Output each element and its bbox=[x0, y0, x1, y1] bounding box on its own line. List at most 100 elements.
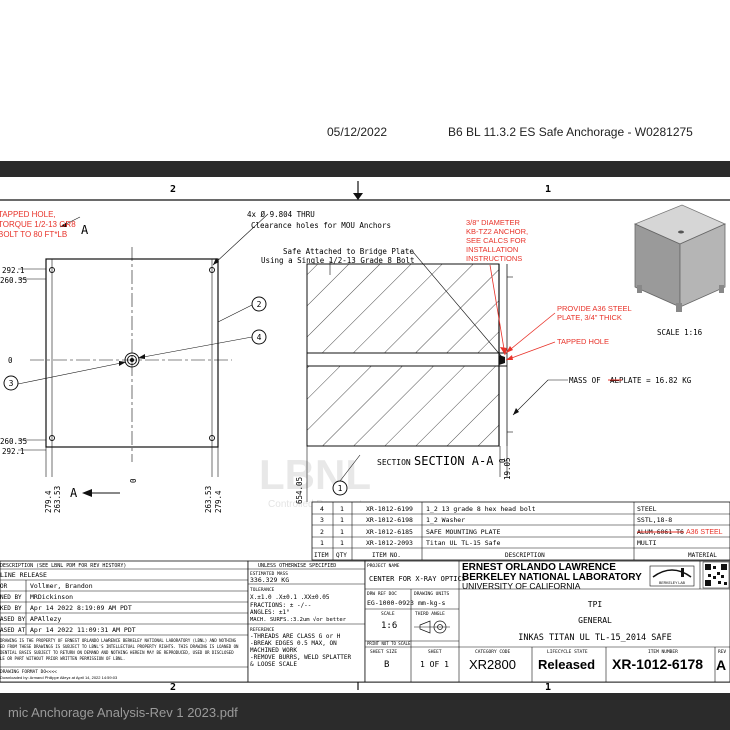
drawing-ref: EG-1000-0923 bbox=[367, 599, 414, 607]
revision-value-drawn: Vollmer, Brandon bbox=[30, 582, 93, 590]
bom-row-4-qty: 1 bbox=[340, 505, 344, 513]
next-document-filename[interactable]: mic Anchorage Analysis-Rev 1 2023.pdf bbox=[8, 705, 238, 720]
qr-code bbox=[702, 561, 730, 589]
reference-line2: -BREAK EDGES 0.5 MAX, ON bbox=[250, 640, 337, 647]
bom-row-4-material: STEEL bbox=[637, 505, 657, 513]
tolerance-label: TOLERANCE bbox=[250, 587, 275, 593]
revision-value-designed: MRDickinson bbox=[30, 593, 73, 601]
drawing-ref-label: DRW REF DOC bbox=[367, 591, 397, 597]
reference-line5: & LOOSE SCALE bbox=[250, 661, 297, 668]
bom-row-2-description: SAFE MOUNTING PLATE bbox=[426, 528, 500, 536]
category-code-label: CATEGORY CODE bbox=[475, 649, 511, 655]
revision-block bbox=[0, 560, 249, 683]
drawing-units-label: DRAWING UNITS bbox=[414, 591, 450, 597]
drawing-title-line1: TPI bbox=[588, 600, 603, 609]
revision-label-checked: KED BY bbox=[0, 605, 22, 612]
lifecycle-state-label: LIFECYCLE STATE bbox=[547, 649, 588, 655]
revision-label-drawn: OR bbox=[0, 583, 8, 590]
sheet-size-label: SHEET SIZE bbox=[370, 649, 397, 655]
thru-holes-note-line1: 4x Ø 9.804 THRU bbox=[247, 210, 315, 219]
revision-value-checked: Apr 14 2022 8:19:09 AM PDT bbox=[30, 604, 132, 612]
drawing-sheet: 2 1 2 1 LBNL Controlled Document bbox=[0, 177, 730, 693]
category-code: XR2800 bbox=[469, 657, 516, 672]
dim-19: 19.05 bbox=[503, 457, 512, 480]
bom-row-2-material-new: A36 STEEL bbox=[686, 529, 723, 536]
zone-label-top-right: 1 bbox=[545, 184, 551, 195]
watermark-logo: LBNL bbox=[259, 451, 371, 498]
balloon-4-label: 4 bbox=[257, 333, 262, 342]
balloon-1-label: 1 bbox=[338, 484, 343, 493]
bill-of-materials bbox=[311, 501, 730, 561]
reference-line3: MACHINED WORK bbox=[250, 647, 297, 654]
bom-row-2-qty: 1 bbox=[340, 528, 344, 536]
third-angle-label: THIRD ANGLE bbox=[415, 611, 445, 617]
dim-0-section: 0 bbox=[498, 458, 507, 463]
drawing-title-line2: GENERAL bbox=[578, 616, 612, 625]
bom-row-4-number: XR-1012-6199 bbox=[366, 505, 413, 513]
revision-label-released-at: ASED AT bbox=[0, 627, 26, 634]
zone-label-top-left: 2 bbox=[170, 184, 176, 195]
bom-row-1-qty: 1 bbox=[340, 539, 344, 547]
mass-suffix: PLATE = 16.82 KG bbox=[619, 376, 692, 385]
revision-label-designed: NED BY bbox=[0, 594, 22, 601]
sheet-label: SHEET bbox=[428, 649, 442, 655]
tolerance-line3: ANGLES: ±1° bbox=[250, 609, 290, 616]
pdf-page-bottom-band: mic Anchorage Analysis-Rev 1 2023.pdf bbox=[0, 693, 730, 730]
lifecycle-state: Released bbox=[538, 657, 595, 672]
header-document-title: B6 BL 11.3.2 ES Safe Anchorage - W028127… bbox=[448, 125, 693, 139]
bom-header-item-no: ITEM NO. bbox=[372, 552, 401, 559]
bom-row-3-description: 1_2 Washer bbox=[426, 516, 465, 524]
section-label: SECTION A-A bbox=[414, 454, 494, 468]
print-not-to-scale: PRINT NOT TO SCALE bbox=[367, 641, 411, 646]
tolerance-line2: FRACTIONS: ± -/-- bbox=[250, 602, 311, 609]
tapped-hole-note-line2: TORQUE 1/2-13 GR8 bbox=[0, 220, 76, 229]
header-date: 05/12/2022 bbox=[327, 125, 388, 139]
third-angle-projection-icon bbox=[414, 620, 450, 634]
zone-label-bottom-right: 1 bbox=[545, 682, 551, 693]
reference-label: REFERENCE bbox=[250, 627, 275, 633]
bom-row-2-item: 2 bbox=[320, 528, 324, 536]
dim-0-mid: 0 bbox=[8, 356, 13, 365]
project-name-label: PROJECT NAME bbox=[367, 563, 400, 569]
tapped-hole-note-line1: TAPPED HOLE, bbox=[0, 210, 56, 219]
tolerance-line1: X.±1.0 .X±0.1 .XX±0.05 bbox=[250, 594, 330, 601]
estimated-mass-value: 336.329 KG bbox=[250, 576, 289, 584]
drawing-scale: 1:6 bbox=[381, 621, 397, 631]
balloon-3: 3 bbox=[3, 375, 19, 391]
safe-attach-note-line2: Using a Single 1/2-13 Grade 8 Bolt bbox=[261, 256, 415, 265]
kb-anchor-note-line2: KB-TZ2 ANCHOR, bbox=[466, 227, 528, 236]
reference-line4: -REMOVE BURRS, WELD SPLATTER bbox=[250, 654, 352, 661]
bom-header-qty: QTY bbox=[336, 552, 347, 559]
dim-263-right: 263.53 bbox=[204, 486, 213, 513]
dim-292-bottom: 292.1 bbox=[2, 447, 25, 456]
bom-row-3-item: 3 bbox=[320, 516, 324, 524]
bom-row-1-item: 1 bbox=[320, 539, 324, 547]
estimated-mass-label: ESTIMATED MASS bbox=[250, 571, 288, 577]
kb-anchor-note-line4: INSTALLATION bbox=[466, 245, 518, 254]
project-name: CENTER FOR X-RAY OPTICS bbox=[369, 575, 466, 583]
zone-label-bottom-left: 2 bbox=[170, 682, 176, 693]
bom-row-1-number: XR-1012-2093 bbox=[366, 539, 413, 547]
revision-value-released-at: Apr 14 2022 11:09:31 AM PDT bbox=[30, 626, 136, 634]
kb-anchor-note-line3: SEE CALCS FOR bbox=[466, 236, 527, 245]
dim-279-right: 279.4 bbox=[214, 490, 223, 513]
balloon-2: 2 bbox=[251, 296, 267, 312]
balloon-2-label: 2 bbox=[257, 300, 262, 309]
dim-279-left: 279.4 bbox=[44, 490, 53, 513]
proprietary-notice-line4: LE OR PART WITHOUT PRIOR WRITTEN PERMISS… bbox=[0, 656, 125, 661]
isometric-scale-label: SCALE 1:16 bbox=[657, 328, 703, 337]
dim-292-top: 292.1 bbox=[2, 266, 25, 275]
proprietary-notice-line3: DENTIAL BASIS SUBJECT TO RETURN ON DEMAN… bbox=[0, 650, 234, 655]
kb-anchor-note-line5: INSTRUCTIONS bbox=[466, 254, 522, 263]
bom-row-3-qty: 1 bbox=[340, 516, 344, 524]
bom-row-3-material: SSTL,18-8 bbox=[637, 516, 672, 524]
berkeley-lab-logo: BERKELEY LAB bbox=[649, 565, 695, 587]
bom-header-material: MATERIAL bbox=[688, 552, 717, 559]
item-number: XR-1012-6178 bbox=[612, 656, 703, 672]
center-arrow-top bbox=[353, 193, 363, 200]
balloon-3-label: 3 bbox=[9, 379, 14, 388]
top-view bbox=[17, 213, 269, 497]
item-number-label: ITEM NUMBER bbox=[648, 649, 678, 655]
bom-row-3-number: XR-1012-6198 bbox=[366, 516, 413, 524]
tapped-hole-note-line3: BOLT TO 80 FT*LB bbox=[0, 230, 67, 239]
